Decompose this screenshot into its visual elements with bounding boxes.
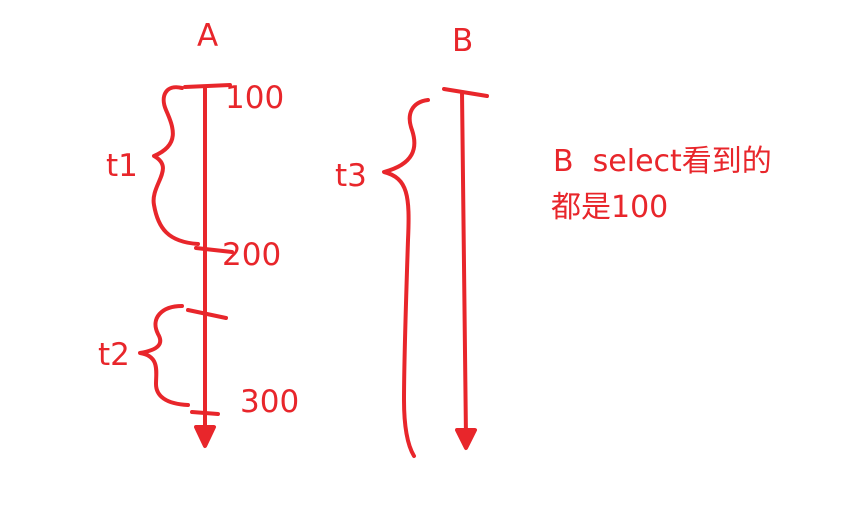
timeline-a-mark-200: 200	[222, 237, 281, 273]
timeline-a-mark-300: 300	[240, 384, 299, 420]
timeline-b-arrowhead	[455, 428, 477, 450]
timeline-b-label: B	[452, 23, 473, 59]
timeline-a: A 100 200 300	[183, 18, 299, 448]
note-line-1: B select看到的	[553, 144, 772, 179]
timeline-a-tick-300	[190, 410, 220, 416]
timeline-a-mark-100: 100	[225, 80, 284, 116]
interval-t2: t2	[98, 304, 190, 407]
interval-t3-label: t3	[335, 158, 367, 194]
brace-t3	[382, 98, 430, 458]
interval-t1: t1	[106, 85, 200, 246]
brace-t1	[151, 85, 200, 246]
note-line-2: 都是100	[551, 190, 668, 225]
timeline-b: B	[442, 23, 489, 450]
timeline-a-tick-t2-start	[186, 308, 228, 320]
interval-t3: t3	[335, 98, 430, 458]
timeline-a-label: A	[197, 18, 218, 54]
brace-t2	[138, 304, 190, 407]
timeline-b-tick-start	[442, 87, 489, 98]
interval-t1-label: t1	[106, 148, 138, 184]
interval-t2-label: t2	[98, 337, 130, 373]
timeline-a-tick-100	[183, 83, 232, 89]
timeline-a-tick-200	[194, 246, 234, 254]
annotation-note: B select看到的 都是100	[551, 144, 772, 225]
timeline-b-axis	[460, 90, 468, 440]
timeline-a-arrowhead	[194, 425, 216, 448]
